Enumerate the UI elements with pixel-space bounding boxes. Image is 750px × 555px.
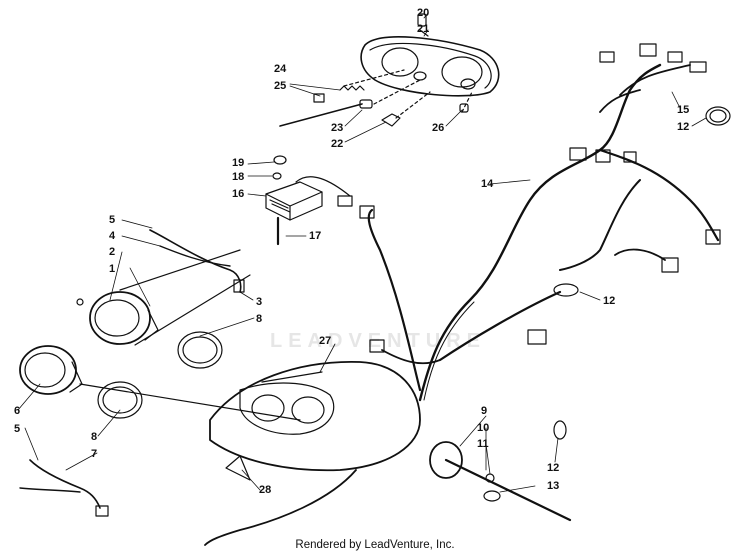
callout-25: 25 <box>274 80 287 92</box>
callout-8-top: 8 <box>256 313 263 325</box>
callout-6: 6 <box>14 405 21 417</box>
callout-1: 1 <box>109 263 116 275</box>
callout-19: 19 <box>232 157 245 169</box>
wiring-harness <box>367 43 721 402</box>
callout-12-bottom: 12 <box>547 462 560 474</box>
bezel-rings <box>97 331 223 419</box>
callout-28: 28 <box>259 484 272 496</box>
socket-parts <box>359 79 473 127</box>
tachometer <box>19 345 301 421</box>
gauge-lamp-leads <box>19 229 245 517</box>
callout-10: 10 <box>477 422 490 434</box>
callout-21: 21 <box>417 23 430 35</box>
callout-4: 4 <box>109 230 116 242</box>
callout-26: 26 <box>432 122 445 134</box>
speedometer <box>76 249 251 346</box>
callout-3: 3 <box>256 296 263 308</box>
voltage-regulator <box>265 155 375 246</box>
watermark-logo: LEADVENTURE <box>270 330 487 352</box>
callout-18: 18 <box>232 171 245 183</box>
headlight-assembly <box>360 13 500 97</box>
speedo-drive <box>204 441 572 546</box>
callout-22: 22 <box>331 138 344 150</box>
leader-lines <box>17 12 707 493</box>
callout-2: 2 <box>109 246 116 258</box>
callout-5-bottom: 5 <box>14 423 21 435</box>
callout-9: 9 <box>481 405 488 417</box>
callout-12-mid: 12 <box>603 295 616 307</box>
callout-14: 14 <box>481 178 494 190</box>
callout-11: 11 <box>477 438 489 450</box>
callout-13: 13 <box>547 480 560 492</box>
cable-tie <box>553 106 731 440</box>
callout-20: 20 <box>417 7 430 19</box>
callout-17: 17 <box>309 230 322 242</box>
callout-7: 7 <box>91 448 98 460</box>
callout-5-top: 5 <box>109 214 116 226</box>
callout-16: 16 <box>232 188 245 200</box>
callout-8-bottom: 8 <box>91 431 98 443</box>
footer-credit: Rendered by LeadVenture, Inc. <box>295 539 455 551</box>
dash-panel <box>209 361 421 481</box>
adjuster-bolt <box>279 69 405 127</box>
callout-23: 23 <box>331 122 344 134</box>
callout-15: 15 <box>677 104 690 116</box>
callout-24: 24 <box>274 63 287 75</box>
callout-12-top: 12 <box>677 121 690 133</box>
callout-27: 27 <box>319 335 332 347</box>
